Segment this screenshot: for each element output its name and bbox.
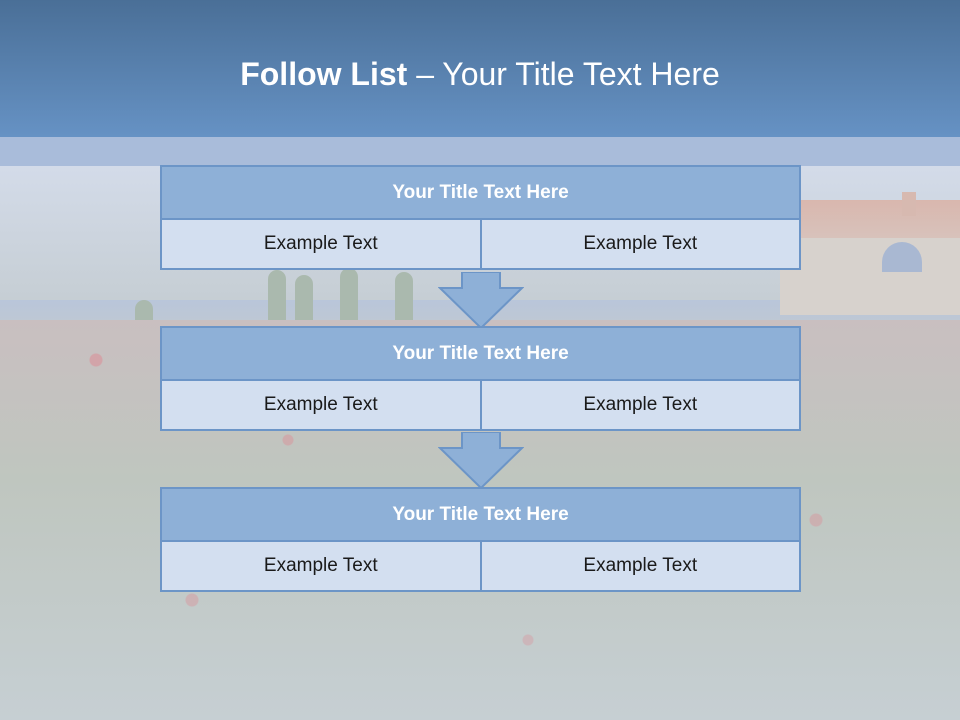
title-bar <box>0 0 960 137</box>
step-block-1: Your Title Text Here Example Text Exampl… <box>160 165 801 270</box>
down-arrow-icon <box>438 432 524 490</box>
step-cell-right: Example Text <box>479 220 801 270</box>
step-title: Your Title Text Here <box>160 326 801 381</box>
step-block-3: Your Title Text Here Example Text Exampl… <box>160 487 801 592</box>
slide-title-bold: Follow List <box>240 56 408 92</box>
slide-title: Follow List – Your Title Text Here <box>0 56 960 93</box>
step-block-2: Your Title Text Here Example Text Exampl… <box>160 326 801 431</box>
step-row: Example Text Example Text <box>160 381 801 431</box>
step-title: Your Title Text Here <box>160 165 801 220</box>
step-cell-left: Example Text <box>160 381 482 431</box>
slide-title-rest: – Your Title Text Here <box>407 56 720 92</box>
step-cell-right: Example Text <box>479 381 801 431</box>
step-title: Your Title Text Here <box>160 487 801 542</box>
title-bar-band <box>0 137 960 166</box>
step-cell-right: Example Text <box>479 542 801 592</box>
down-arrow-icon <box>438 272 524 330</box>
step-row: Example Text Example Text <box>160 542 801 592</box>
step-row: Example Text Example Text <box>160 220 801 270</box>
step-cell-left: Example Text <box>160 542 482 592</box>
step-cell-left: Example Text <box>160 220 482 270</box>
